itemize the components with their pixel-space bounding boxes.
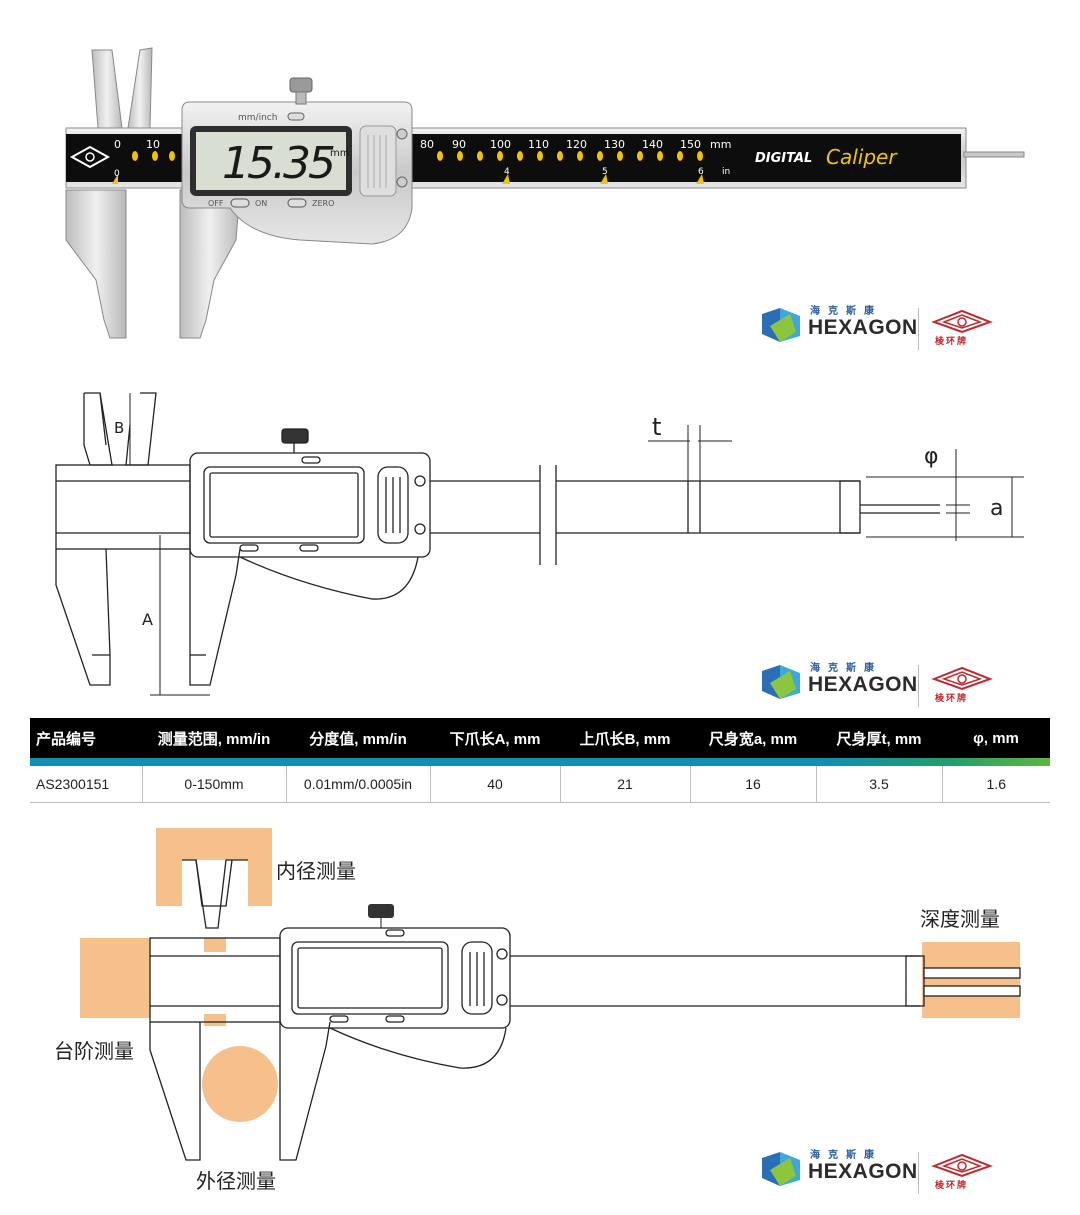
cell-resolution: 0.01mm/0.0005in <box>285 766 430 803</box>
lcd-display-unit: mm <box>330 148 349 159</box>
scale-in-6: 6 <box>698 167 704 177</box>
scale-150: 150 <box>680 138 701 151</box>
dimension-drawing: B A t φ a <box>55 392 1024 696</box>
usage-inner-label: 内径测量 <box>276 859 356 883</box>
zero-label: ZERO <box>312 199 334 208</box>
caliper-photo: 0 10 80 90 100 110 120 130 140 150 mm 0 … <box>65 47 1025 339</box>
header-range: 测量范围, mm/in <box>142 718 286 758</box>
hexagon-logo-3: 海克斯康 HEXAGON 棱环牌 <box>760 1142 1020 1202</box>
hexagon-mark-icon <box>762 665 800 699</box>
scale-130: 130 <box>604 138 625 151</box>
scale-140: 140 <box>642 138 663 151</box>
cell-beam-thickness: 3.5 <box>815 766 942 803</box>
lcd-display-value: 15.35 <box>222 138 334 189</box>
table-row: AS2300151 0-150mm 0.01mm/0.0005in 40 21 … <box>30 766 1050 803</box>
label-B: B <box>114 419 124 437</box>
header-beam-thickness: 尺身厚t, mm <box>816 718 942 758</box>
scale-in-4: 4 <box>504 167 510 177</box>
mode-label: mm/inch <box>238 113 277 123</box>
usage-depth-label: 深度测量 <box>920 907 1000 931</box>
brand-digital: DIGITAL <box>755 151 812 166</box>
header-upper-jaw: 上爪长B, mm <box>560 718 690 758</box>
off-label: OFF <box>208 199 224 208</box>
label-A: A <box>142 610 153 629</box>
scale-100: 100 <box>490 138 511 151</box>
cell-beam-width: 16 <box>689 766 816 803</box>
usage-outer-label: 外径测量 <box>196 1169 276 1193</box>
drawing-thumb-screw-icon <box>281 428 309 444</box>
lenghuan-logo-icon <box>931 666 993 691</box>
cell-range: 0-150mm <box>141 766 286 803</box>
off-on-button[interactable] <box>230 198 250 208</box>
usage-diagram: 内径测量 深度测量 台阶测量 外径测量 <box>54 828 1021 1193</box>
label-phi: φ <box>924 444 939 469</box>
hexagon-logo-1: 海克斯康 HEXAGON 棱环牌 <box>760 298 1020 358</box>
scale-unit-in: in <box>722 167 730 177</box>
scale-80: 80 <box>420 138 434 151</box>
brand-caliper: Caliper <box>826 145 898 169</box>
cell-upper-jaw: 21 <box>559 766 690 803</box>
cell-phi: 1.6 <box>941 766 1050 803</box>
scale-top-0: 0 <box>114 138 121 151</box>
hexagon-logo-2: 海克斯康 HEXAGON 棱环牌 <box>760 655 1020 715</box>
spec-table: 产品编号 测量范围, mm/in 分度值, mm/in 下爪长A, mm 上爪长… <box>30 718 1050 803</box>
hexagon-mark-icon <box>762 1152 800 1186</box>
zero-button[interactable] <box>287 198 307 208</box>
label-a: a <box>990 496 1003 521</box>
header-lower-jaw: 下爪长A, mm <box>430 718 560 758</box>
scale-110: 110 <box>528 138 549 151</box>
scale-unit-mm: mm <box>710 138 731 151</box>
scale-top-10: 10 <box>146 138 160 151</box>
header-product-code: 产品编号 <box>30 718 142 758</box>
cell-lower-jaw: 40 <box>429 766 560 803</box>
header-phi: φ, mm <box>942 718 1050 758</box>
scale-bottom-0: 0 <box>114 169 120 179</box>
scale-90: 90 <box>452 138 466 151</box>
label-t: t <box>652 413 661 441</box>
usage-step-label: 台阶测量 <box>54 1039 134 1063</box>
hexagon-mark-icon <box>762 308 800 342</box>
beam-logo-icon <box>69 145 111 169</box>
usage-thumb-screw-icon <box>368 904 394 918</box>
table-header-row: 产品编号 测量范围, mm/in 分度值, mm/in 下爪长A, mm 上爪长… <box>30 718 1050 758</box>
scale-in-5: 5 <box>602 167 608 177</box>
cell-product-code: AS2300151 <box>30 766 142 803</box>
lenghuan-logo-icon <box>931 1153 993 1178</box>
on-label: ON <box>255 199 267 208</box>
header-resolution: 分度值, mm/in <box>286 718 430 758</box>
header-beam-width: 尺身宽a, mm <box>690 718 816 758</box>
scale-120: 120 <box>566 138 587 151</box>
lenghuan-logo-icon <box>931 309 993 334</box>
